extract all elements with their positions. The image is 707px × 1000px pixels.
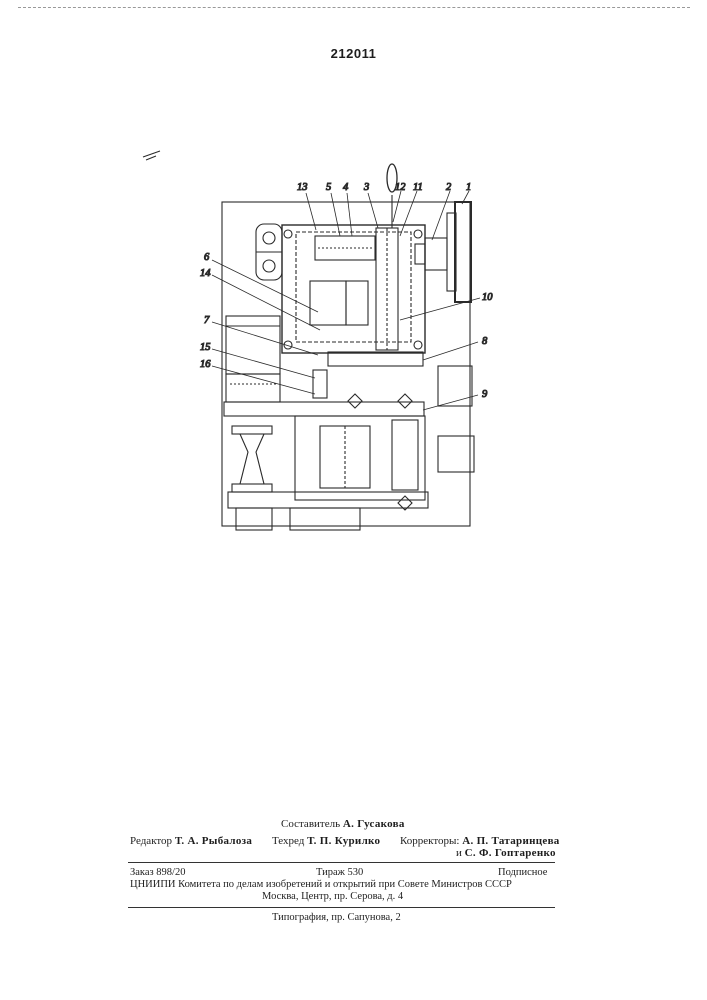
bolt xyxy=(414,341,422,349)
bracket-hole xyxy=(263,260,275,272)
drawing-label: 10 xyxy=(482,292,493,303)
upper-housing xyxy=(282,225,425,353)
outer-frame xyxy=(222,202,470,526)
drawing-label: 16 xyxy=(200,359,211,370)
flywheel xyxy=(455,202,471,302)
drum-base xyxy=(226,374,280,402)
corrector-2: С. Ф. Гоптаренко xyxy=(465,847,556,859)
drawing-label: 5 xyxy=(326,182,331,193)
drawing-label: 8 xyxy=(482,336,488,347)
corrector-1: А. П. Татаринцева xyxy=(462,835,559,847)
circulation: Тираж 530 xyxy=(316,867,363,879)
subscription: Подписное xyxy=(498,867,547,879)
foot xyxy=(290,508,360,530)
drawing-label: 13 xyxy=(297,182,308,193)
drawing-label: 4 xyxy=(343,182,349,193)
lower-guide xyxy=(392,420,418,490)
drawing-label: 1 xyxy=(466,182,471,193)
technical-drawing: 13 5 4 3 12 11 2 1 6 14 10 7 8 15 16 9 xyxy=(0,0,707,560)
corrector-2-prefix: и xyxy=(456,847,462,859)
diamond-mark xyxy=(398,394,412,408)
drawing-label: 2 xyxy=(446,182,452,193)
compiler-name: А. Гусакова xyxy=(343,818,405,830)
right-block xyxy=(438,436,474,472)
stray-mark xyxy=(143,151,160,160)
correctors-label: Корректоры: xyxy=(400,835,459,847)
drawing-label: 7 xyxy=(204,315,210,326)
institute-line: ЦНИИПИ Комитета по делам изобретений и о… xyxy=(130,879,554,891)
address-line: Москва, Центр, пр. Серова, д. 4 xyxy=(262,891,403,903)
drawing-label: 12 xyxy=(395,182,406,193)
spool-top xyxy=(232,426,272,434)
lower-housing xyxy=(295,416,425,500)
drawing-label: 6 xyxy=(204,252,210,263)
compiler-label: Составитель xyxy=(281,818,340,830)
corrector-2-line: и С. Ф. Гоптаренко xyxy=(456,847,556,859)
editor-line: Редактор Т. А. Рыбалоза xyxy=(130,835,252,847)
plate xyxy=(328,352,423,366)
drawing-label: 3 xyxy=(363,182,369,193)
foot xyxy=(236,508,272,530)
shaft-collar xyxy=(415,244,425,264)
techred-name: Т. П. Курилко xyxy=(307,835,380,847)
bracket-hole xyxy=(263,232,275,244)
drawing-label: 9 xyxy=(482,389,488,400)
correctors-line: Корректоры: А. П. Татаринцева xyxy=(400,835,560,847)
right-block xyxy=(438,366,472,406)
shaft-flange xyxy=(425,238,447,270)
roller-right xyxy=(346,281,368,325)
bolt xyxy=(414,230,422,238)
diamond-mark xyxy=(348,394,362,408)
techred-label: Техред xyxy=(272,835,304,847)
imprint-rule xyxy=(128,862,555,863)
editor-name: Т. А. Рыбалоза xyxy=(175,835,252,847)
imprint-rule xyxy=(128,907,555,908)
small-block xyxy=(313,370,327,398)
bolt xyxy=(284,230,292,238)
drawing-label: 14 xyxy=(200,268,211,279)
order-number: Заказ 898/20 xyxy=(130,867,185,879)
drawing-label: 15 xyxy=(200,342,211,353)
compiler-line: Составитель А. Гусакова xyxy=(281,818,405,830)
editor-label: Редактор xyxy=(130,835,172,847)
left-drum xyxy=(226,316,280,374)
spool-bottom xyxy=(232,484,272,492)
horizontal-bar xyxy=(224,402,424,416)
techred-line: Техред Т. П. Курилко xyxy=(272,835,380,847)
printer-line: Типография, пр. Сапунова, 2 xyxy=(272,912,401,924)
spool-body xyxy=(240,434,264,484)
drawing-label: 11 xyxy=(413,182,423,193)
roller-left xyxy=(310,281,346,325)
